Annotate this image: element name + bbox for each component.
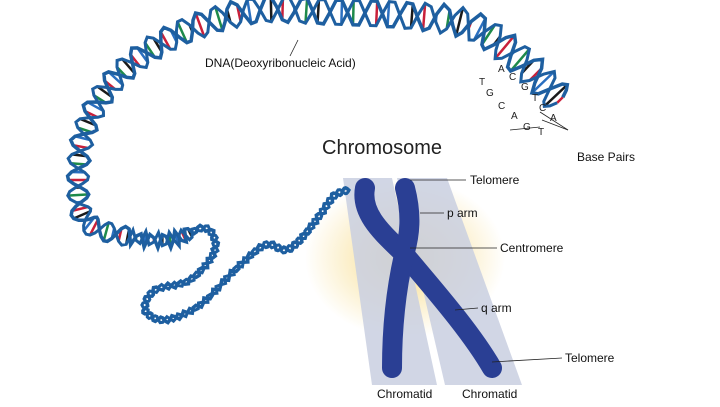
base-pair-rung	[194, 12, 206, 38]
dna-double-helix	[65, 0, 570, 325]
base-pair-rung	[543, 83, 569, 108]
base-letter: A	[498, 64, 505, 75]
base-pair-rung	[269, 0, 273, 22]
base-letter: C	[509, 72, 517, 83]
base-pairs-label: Base Pairs	[577, 150, 636, 164]
base-pair-rung	[67, 193, 89, 197]
telomere-top-label: Telomere	[470, 173, 520, 187]
base-pair-rung	[509, 48, 531, 72]
chromatid-right-label: Chromatid	[462, 387, 518, 401]
base-pair-rung	[421, 3, 427, 31]
dna-strand	[66, 0, 558, 325]
chromatid-left-label: Chromatid	[377, 387, 433, 401]
base-letter: T	[479, 77, 486, 88]
chromatid-right	[382, 178, 420, 378]
base-letter: A	[550, 113, 557, 124]
base-letter: G	[486, 88, 494, 99]
base-pair-rung	[176, 21, 189, 44]
base-pair-rung	[214, 6, 224, 31]
base-letter: T	[538, 127, 545, 138]
base-letter: T	[532, 93, 539, 104]
base-letter: G	[523, 122, 531, 133]
base-pair-rung	[304, 0, 309, 24]
base-pair-rung	[340, 0, 344, 25]
base-letter: A	[511, 111, 518, 122]
q-arm-label: q arm	[481, 301, 512, 315]
base-pair-rung	[102, 222, 110, 242]
base-pair-rung	[73, 210, 91, 220]
base-letter: G	[521, 82, 529, 93]
base-pair-rung	[246, 0, 253, 24]
dna-label: DNA(Deoxyribonucleic Acid)	[205, 56, 356, 70]
base-letter: C	[539, 103, 547, 114]
base-pair-rung	[454, 7, 465, 37]
p-arm-label: p arm	[447, 206, 478, 220]
base-letter: C	[498, 101, 506, 112]
telomere-bottom-label: Telomere	[565, 351, 615, 365]
leader-lines	[289, 39, 569, 363]
base-pair-rung	[351, 0, 355, 25]
base-pair-rung	[386, 1, 391, 27]
centromere-label: Centromere	[500, 241, 564, 255]
base-pair-rung	[531, 70, 556, 94]
base-pair-rung	[556, 96, 564, 104]
chromosome-title: Chromosome	[322, 137, 443, 159]
base-pair-rung	[494, 34, 516, 60]
chromatid-band-right	[397, 178, 522, 385]
